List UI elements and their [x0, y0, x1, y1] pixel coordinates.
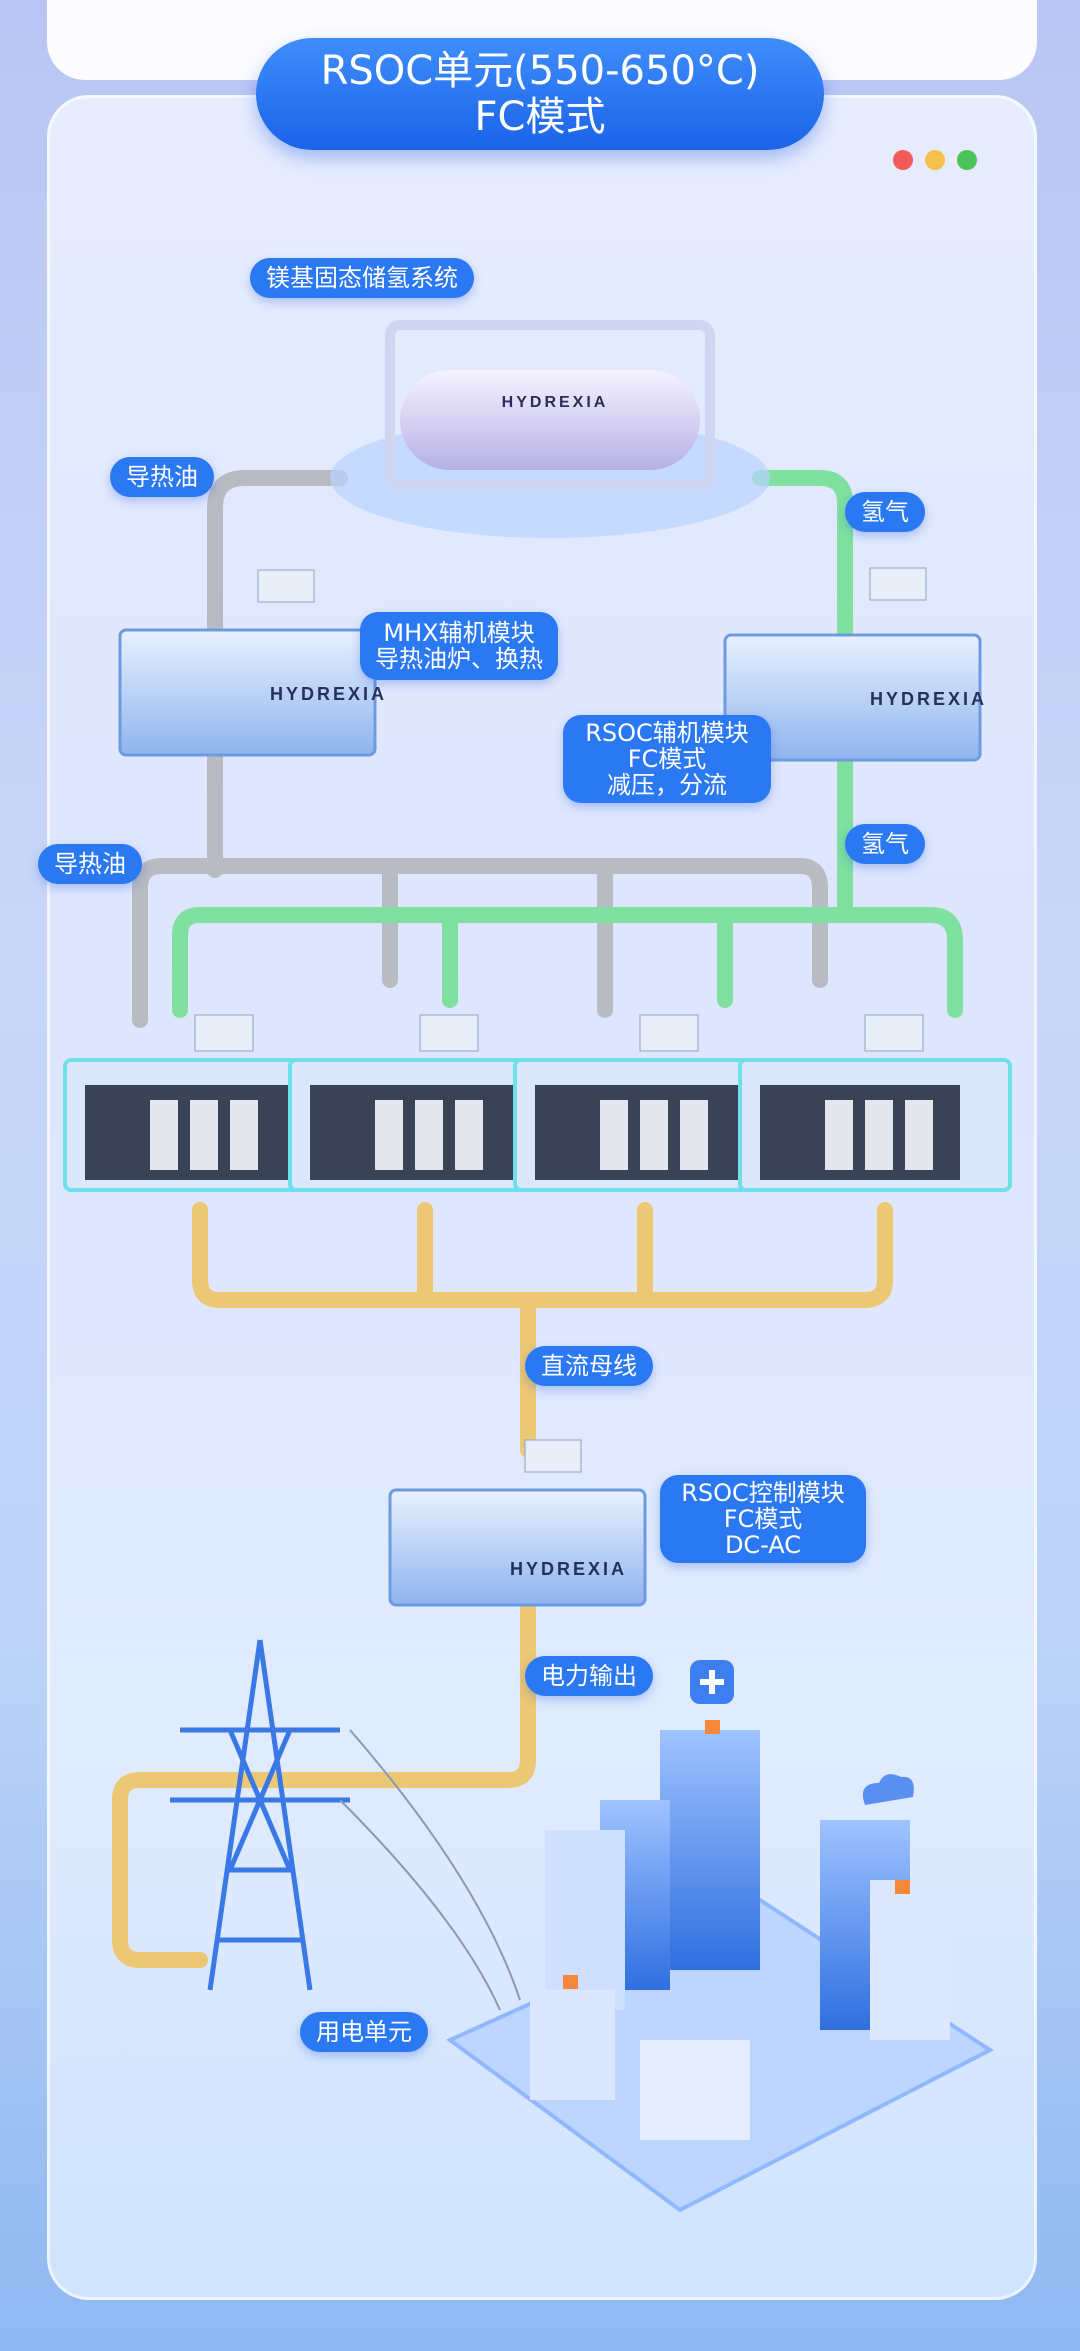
cloud-icon: [862, 1774, 914, 1805]
window-dots: [893, 150, 977, 170]
svg-text:HYDREXIA: HYDREXIA: [870, 689, 987, 709]
power-bus: [192, 1202, 893, 1308]
red-dot: [893, 150, 913, 170]
oil-label-mid: 导热油: [38, 844, 142, 884]
consumer-label: 用电单元: [300, 2012, 428, 2052]
rsoc-control-container: HYDREXIA: [388, 1439, 647, 1607]
rsoc-stack-container-3: [513, 1014, 787, 1192]
power-output-label: 电力输出: [525, 1656, 653, 1696]
city-buildings-icon: [446, 1660, 994, 2213]
mhx-line-2: 导热油炉、换热: [375, 645, 543, 673]
rsoc-aux-container: HYDREXIA: [723, 567, 987, 762]
oil-pipe-top: [207, 470, 348, 878]
green-dot: [957, 150, 977, 170]
rsoc-aux-module-label: RSOC辅机模块 FC模式 减压，分流: [563, 715, 771, 803]
svg-text:HYDREXIA: HYDREXIA: [510, 1559, 627, 1579]
rsoc-stack-container-1: [63, 1014, 337, 1192]
title-line-1: RSOC单元(550-650°C): [320, 48, 760, 94]
mhx-aux-container: HYDREXIA: [118, 569, 387, 757]
rsoc-control-module-label: RSOC控制模块 FC模式 DC-AC: [660, 1475, 866, 1563]
oil-pipe-header: [132, 858, 828, 1028]
yellow-dot: [925, 150, 945, 170]
hydrogen-storage-tank: HYDREXIA: [330, 320, 770, 538]
hydrogen-label-top: 氢气: [845, 492, 925, 532]
rsoc-ctrl-line-1: RSOC控制模块: [681, 1479, 845, 1507]
rsoc-ctrl-line-2: FC模式: [723, 1505, 803, 1533]
dc-bus-label: 直流母线: [525, 1346, 653, 1386]
hydrogen-pipe-top: [752, 470, 853, 913]
power-output-line: [112, 1592, 536, 1968]
title-line-2: FC模式: [474, 94, 606, 140]
page-title: RSOC单元(550-650°C) FC模式: [256, 38, 824, 150]
rsoc-stack-container-2: [288, 1014, 562, 1192]
rsoc-ctrl-line-3: DC-AC: [724, 1531, 802, 1559]
mhx-module-label: MHX辅机模块 导热油炉、换热: [360, 612, 558, 680]
oil-label-top: 导热油: [110, 457, 214, 497]
rsoc-stack-container-4: [738, 1014, 1012, 1192]
rsoc-aux-line-1: RSOC辅机模块: [585, 719, 749, 747]
storage-label: 镁基固态储氢系统: [250, 258, 474, 298]
transmission-tower-icon: [170, 1639, 521, 2011]
hydrogen-label-mid: 氢气: [845, 824, 925, 864]
rsoc-aux-line-3: 减压，分流: [607, 771, 727, 799]
mhx-line-1: MHX辅机模块: [383, 619, 535, 647]
svg-text:HYDREXIA: HYDREXIA: [502, 394, 609, 411]
hydrogen-pipe-header: [172, 907, 963, 1018]
svg-text:HYDREXIA: HYDREXIA: [270, 684, 387, 704]
rsoc-aux-line-2: FC模式: [627, 745, 707, 773]
